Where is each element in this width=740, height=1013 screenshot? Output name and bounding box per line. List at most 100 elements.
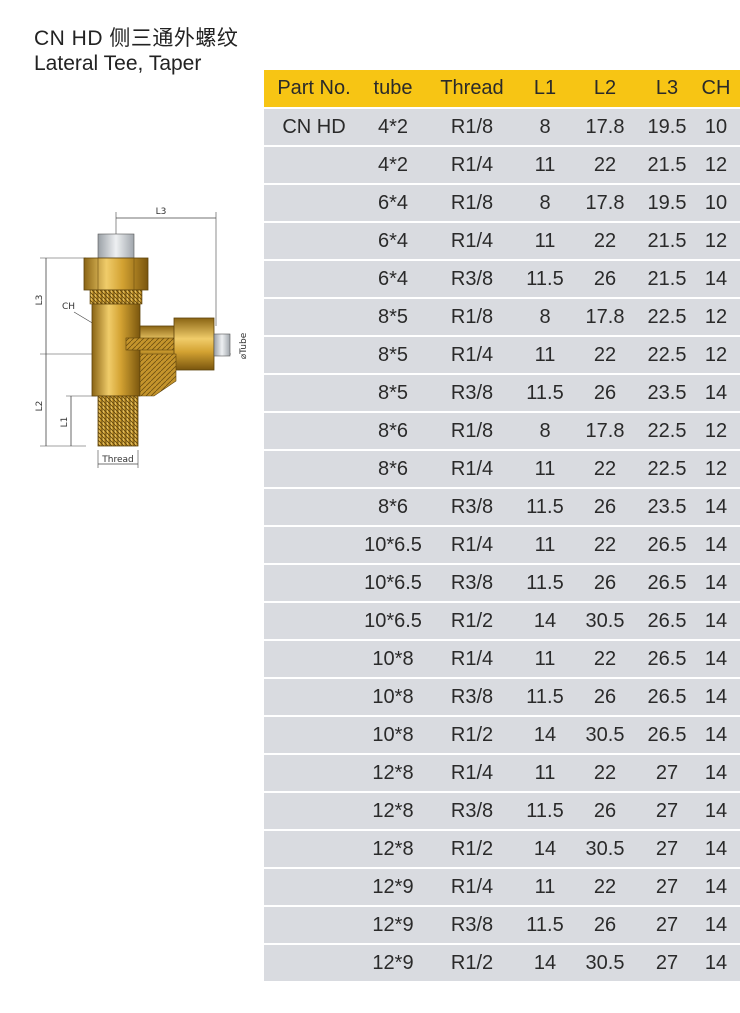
table-cell: 14 xyxy=(522,715,568,754)
table-cell: 12 xyxy=(692,411,740,450)
table-cell: 11.5 xyxy=(522,373,568,412)
part-no-cell xyxy=(264,373,364,412)
table-cell: 21.5 xyxy=(642,221,692,260)
table-cell: 10 xyxy=(692,183,740,222)
table-cell: 17.8 xyxy=(568,297,642,336)
table-cell: 11.5 xyxy=(522,791,568,830)
column-header: tube xyxy=(364,70,422,108)
table-cell: 8*6 xyxy=(364,487,422,526)
table-cell: 30.5 xyxy=(568,829,642,868)
table-cell: 17.8 xyxy=(568,107,642,146)
table-cell: 11.5 xyxy=(522,677,568,716)
part-no-cell xyxy=(264,335,364,374)
table-cell: 12*8 xyxy=(364,791,422,830)
table-cell: 8*5 xyxy=(364,335,422,374)
table-cell: 10*6.5 xyxy=(364,601,422,640)
table-cell: R1/4 xyxy=(422,639,522,678)
table-cell: 14 xyxy=(692,487,740,526)
table-cell: R1/4 xyxy=(422,145,522,184)
part-no-cell xyxy=(264,221,364,260)
table-cell: 14 xyxy=(692,829,740,868)
table-cell: 19.5 xyxy=(642,183,692,222)
table-cell: R1/4 xyxy=(422,753,522,792)
table-cell: 22 xyxy=(568,145,642,184)
table-cell: 10*8 xyxy=(364,677,422,716)
table-cell: 17.8 xyxy=(568,183,642,222)
table-cell: 22 xyxy=(568,221,642,260)
table-cell: 12 xyxy=(692,449,740,488)
table-cell: 6*4 xyxy=(364,221,422,260)
table-cell: 11.5 xyxy=(522,563,568,602)
column-header: CH xyxy=(692,70,740,108)
table-cell: 14 xyxy=(692,563,740,602)
column-header: Part No. xyxy=(264,70,364,108)
part-no-cell xyxy=(264,639,364,678)
table-cell: 22.5 xyxy=(642,335,692,374)
part-no-cell xyxy=(264,753,364,792)
table-cell: 12*9 xyxy=(364,905,422,944)
table-cell: 26 xyxy=(568,373,642,412)
table-cell: 14 xyxy=(692,715,740,754)
table-cell: 14 xyxy=(692,905,740,944)
table-cell: 27 xyxy=(642,791,692,830)
table-cell: 11.5 xyxy=(522,905,568,944)
table-cell: 11 xyxy=(522,525,568,564)
table-cell: 26.5 xyxy=(642,639,692,678)
table-cell: R3/8 xyxy=(422,563,522,602)
table-cell: 14 xyxy=(692,677,740,716)
table-cell: R1/4 xyxy=(422,335,522,374)
page-title: CN HD 侧三通外螺纹 xyxy=(34,27,239,50)
table-cell: 8 xyxy=(522,411,568,450)
table-cell: 12 xyxy=(692,221,740,260)
table-cell: 22 xyxy=(568,753,642,792)
table-cell: 14 xyxy=(522,829,568,868)
table-cell: 30.5 xyxy=(568,943,642,981)
table-cell: 8*6 xyxy=(364,449,422,488)
table-cell: 10*6.5 xyxy=(364,525,422,564)
column-header: L1 xyxy=(522,70,568,108)
table-cell: 22 xyxy=(568,335,642,374)
table-cell: 11 xyxy=(522,753,568,792)
table-cell: 6*4 xyxy=(364,183,422,222)
column-header: Thread xyxy=(422,70,522,108)
table-cell: 26.5 xyxy=(642,563,692,602)
part-no-cell xyxy=(264,525,364,564)
table-cell: 10*8 xyxy=(364,639,422,678)
dim-l3-top: L3 xyxy=(156,207,167,217)
table-cell: 12*8 xyxy=(364,829,422,868)
table-cell: 30.5 xyxy=(568,601,642,640)
table-cell: R1/2 xyxy=(422,829,522,868)
table-cell: 14 xyxy=(692,753,740,792)
lateral-tee-diagram: L3 L3 L2 L1 CH Thread ⌀Tube xyxy=(35,207,249,468)
dim-l3-side: L3 xyxy=(35,295,45,306)
part-no-cell: CN HD xyxy=(264,107,364,146)
table-cell: 8*5 xyxy=(364,297,422,336)
part-no-cell xyxy=(264,791,364,830)
part-no-cell xyxy=(264,259,364,298)
table-cell: 12*9 xyxy=(364,867,422,906)
table-cell: 14 xyxy=(692,791,740,830)
table-cell: R1/2 xyxy=(422,943,522,981)
table-cell: 11.5 xyxy=(522,259,568,298)
table-cell: 14 xyxy=(692,639,740,678)
title-block: CN HD 侧三通外螺纹 Lateral Tee, Taper xyxy=(34,26,238,76)
table-cell: 27 xyxy=(642,905,692,944)
table-cell: 21.5 xyxy=(642,259,692,298)
part-no-cell xyxy=(264,601,364,640)
